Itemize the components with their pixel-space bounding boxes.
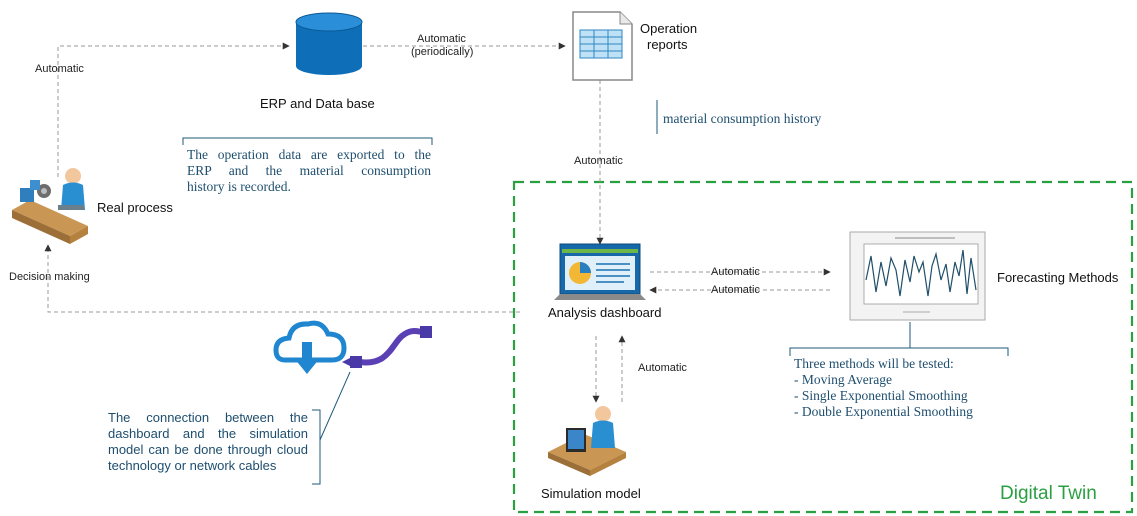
reports-label-line1: Operation bbox=[640, 21, 698, 36]
methods-note: Three methods will be tested: - Moving A… bbox=[794, 356, 973, 420]
edge-real-to-erp bbox=[57, 42, 290, 177]
dashboard-icon bbox=[554, 243, 646, 300]
connection-note-bracket bbox=[312, 409, 321, 485]
connection-stem bbox=[319, 371, 351, 441]
simulation-model-icon bbox=[548, 406, 626, 476]
reports-note: material consumption history bbox=[663, 111, 822, 126]
report-document-icon bbox=[572, 11, 633, 81]
connection-note-line: technology or network cables bbox=[108, 458, 277, 473]
network-cable-icon bbox=[342, 326, 432, 368]
connection-note-line: model can be done through cloud bbox=[108, 442, 308, 457]
edge-label-dashboard-to-real: Decision making bbox=[9, 271, 90, 283]
edge-dashboard-to-real bbox=[44, 244, 520, 313]
erp-note-bracket bbox=[182, 137, 433, 145]
edge-label-dashboard-to-forecast: Automatic bbox=[711, 266, 760, 278]
erp-note-line: ERP and the material consumption bbox=[187, 163, 431, 178]
connection-note-line: The connection between the bbox=[108, 410, 308, 425]
edge-label-erp-to-reports-2: (periodically) bbox=[411, 46, 474, 58]
erp-note-line: history is recorded. bbox=[187, 179, 291, 194]
simulation-label: Simulation model bbox=[541, 486, 641, 501]
edge-label-reports-to-dashboard: Automatic bbox=[574, 155, 623, 167]
erp-note: The operation data are exported to the E… bbox=[187, 147, 431, 195]
connection-note-line: dashboard and the simulation bbox=[108, 426, 308, 441]
methods-note-bracket bbox=[789, 347, 1009, 356]
forecasting-chart-icon bbox=[849, 231, 986, 321]
real-process-icon bbox=[12, 168, 88, 244]
method-item: - Double Exponential Smoothing bbox=[794, 404, 973, 419]
reports-label-line2: reports bbox=[647, 37, 688, 52]
real-process-label: Real process bbox=[97, 200, 173, 215]
connection-note: The connection between the dashboard and… bbox=[108, 410, 308, 474]
method-item: - Moving Average bbox=[794, 372, 892, 387]
erp-note-line: The operation data are exported to the bbox=[187, 147, 431, 162]
database-icon bbox=[295, 12, 363, 75]
cloud-download-icon bbox=[273, 320, 347, 374]
methods-title: Three methods will be tested: bbox=[794, 356, 954, 371]
edge-label-simulation-to-dashboard: Automatic bbox=[638, 362, 687, 374]
method-item: - Single Exponential Smoothing bbox=[794, 388, 968, 403]
digital-twin-region bbox=[512, 180, 1134, 514]
digital-twin-title: Digital Twin bbox=[1000, 483, 1097, 504]
erp-label: ERP and Data base bbox=[260, 96, 375, 111]
forecasting-label: Forecasting Methods bbox=[997, 270, 1119, 285]
edge-label-real-to-erp: Automatic bbox=[35, 63, 84, 75]
edge-label-erp-to-reports-1: Automatic bbox=[417, 33, 466, 45]
dashboard-label: Analysis dashboard bbox=[548, 305, 662, 320]
edge-label-forecast-to-dashboard: Automatic bbox=[711, 284, 760, 296]
